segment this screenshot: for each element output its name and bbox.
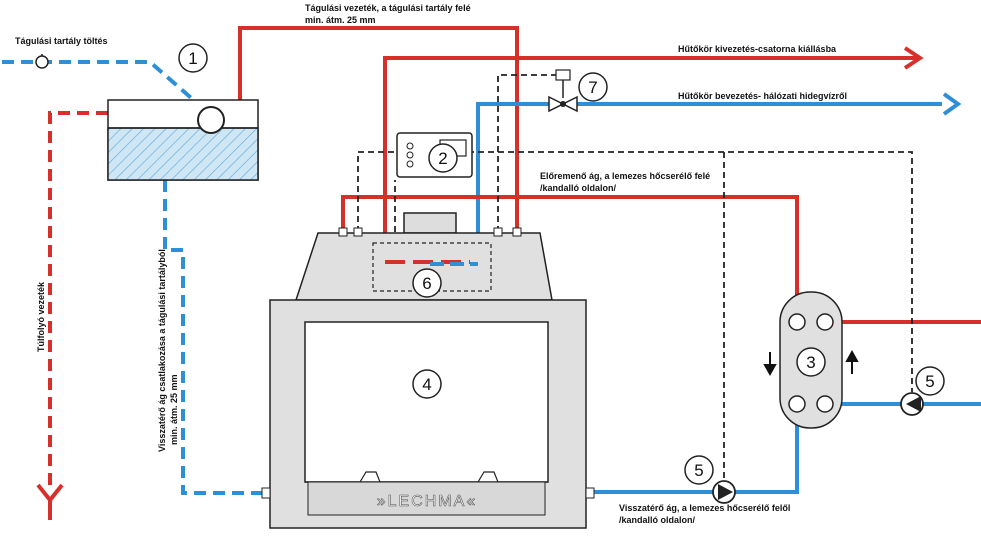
marker-5b xyxy=(915,366,945,396)
expansion-line-label: Tágulási vezeték, a tágulási tartály fel… xyxy=(305,3,471,13)
marker-1-label: 1 xyxy=(188,49,197,68)
return-conn-size-label: min. átm. 25 mm xyxy=(169,374,179,445)
pump-return xyxy=(712,480,736,504)
marker-1 xyxy=(178,43,208,73)
drain-outlet-icon xyxy=(36,483,64,520)
float-valve-icon xyxy=(197,106,225,134)
marker-5b-label: 5 xyxy=(925,372,934,391)
marker-7 xyxy=(578,72,608,102)
flow-branch-side-label: /kandalló oldalon/ xyxy=(540,183,617,193)
expansion-pipe xyxy=(238,26,519,232)
cooling-in-label: Hűtőkör bevezetés- hálózati hidegvízről xyxy=(678,91,847,101)
marker-3 xyxy=(796,347,826,377)
marker-6 xyxy=(412,268,442,298)
flow-branch-pipe xyxy=(341,195,799,318)
brand-logo: »LECHMA« xyxy=(377,493,477,510)
pump-icon xyxy=(906,396,921,412)
fill-valve-icon xyxy=(35,55,49,69)
marker-6-label: 6 xyxy=(422,274,431,293)
fireplace-top xyxy=(294,212,553,301)
marker-5a-label: 5 xyxy=(694,461,703,480)
inlet-arrow-icon xyxy=(942,92,962,116)
pump-icon xyxy=(718,484,733,500)
return-from-tank-pipe xyxy=(163,180,268,495)
cooling-in-pipe xyxy=(476,102,942,262)
flow-branch-label: Előremenő ág, a lemezes hőcserélő felé xyxy=(540,171,710,181)
expansion-tank xyxy=(107,99,259,181)
overflow-line-label: Túlfolyó vezeték xyxy=(36,281,46,352)
cooling-out-pipe xyxy=(383,56,918,262)
return-conn-label: Visszatérő ág csatlakozása a tágulási ta… xyxy=(157,249,167,452)
marker-4 xyxy=(412,369,442,399)
marker-4-label: 4 xyxy=(422,375,431,394)
return-branch-label: Visszatérő ág, a lemezes hőcserélő felől xyxy=(619,503,790,513)
pump-secondary xyxy=(900,392,924,416)
fill-tank-label: Tágulási tartály töltés xyxy=(15,36,108,46)
fireplace-body xyxy=(261,299,595,529)
expansion-line-size-label: min. átm. 25 mm xyxy=(305,15,376,25)
return-branch-pipe xyxy=(590,405,799,494)
cooling-out-label: Hűtőkör kivezetés-csatorna kiállásba xyxy=(678,44,837,54)
marker-7-label: 7 xyxy=(588,78,597,97)
fill-line xyxy=(2,54,207,112)
thermal-valve xyxy=(548,69,578,113)
marker-5a xyxy=(684,455,714,485)
overflow-pipe xyxy=(36,111,108,520)
marker-2-label: 2 xyxy=(438,149,447,168)
marker-3-label: 3 xyxy=(806,353,815,372)
outlet-arrow-icon xyxy=(903,46,924,70)
marker-2 xyxy=(428,143,458,173)
down-arrow-icon xyxy=(763,352,777,377)
up-arrow-icon xyxy=(845,349,859,374)
return-branch-side-label: /kandalló oldalon/ xyxy=(619,515,696,525)
